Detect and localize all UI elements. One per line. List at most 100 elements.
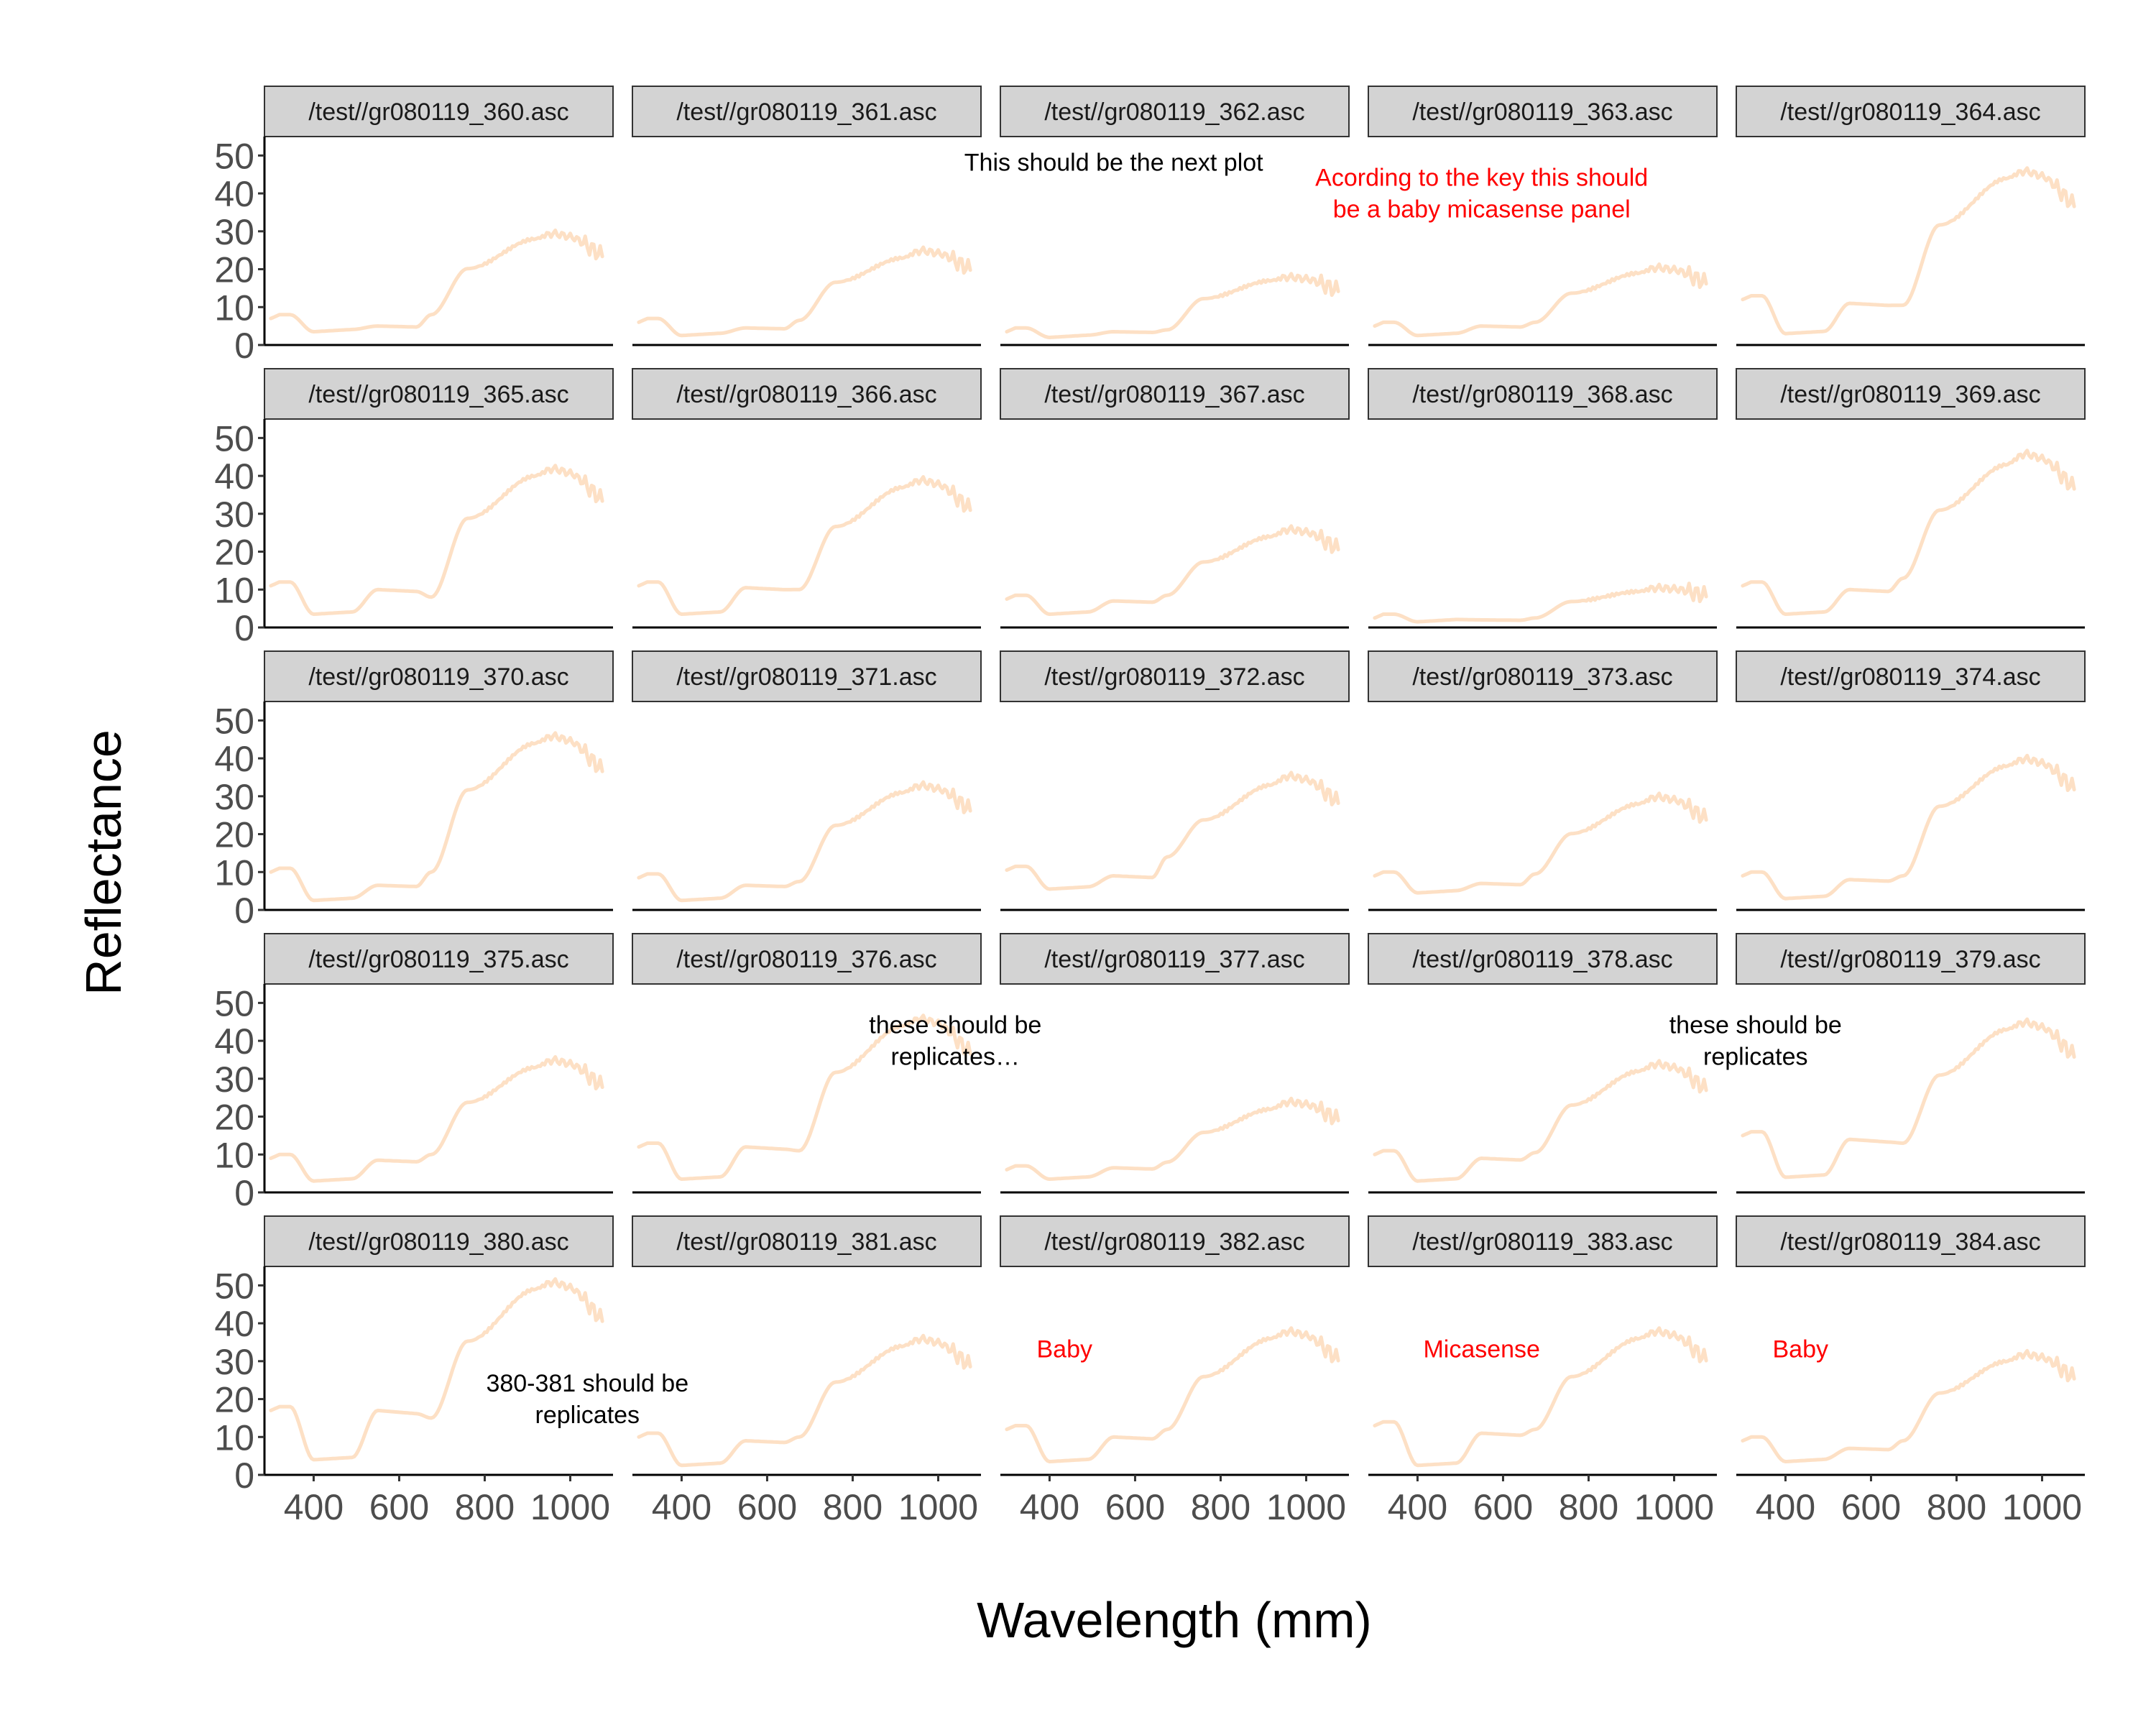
facet-strip — [1000, 933, 1350, 985]
facet-panel: /test//gr080119_366.asc — [632, 368, 982, 629]
y-tick-label: 30 — [214, 1342, 254, 1382]
x-tick-label: 600 — [1105, 1487, 1165, 1527]
facet-panel: /test//gr080119_377.asc — [1000, 933, 1350, 1194]
reflectance-line — [1373, 581, 1708, 624]
facet-strip-label: /test//gr080119_377.asc — [1044, 946, 1304, 973]
facet-strip-label: /test//gr080119_371.asc — [676, 663, 936, 691]
annotation-text: Micasense — [1423, 1336, 1540, 1363]
annotation-text: these should be — [869, 1012, 1041, 1039]
y-tick-label: 10 — [214, 1135, 254, 1175]
y-tick-label: 40 — [214, 456, 254, 497]
facet-strip-label: /test//gr080119_372.asc — [1044, 663, 1304, 691]
annotation-text: replicates — [535, 1402, 640, 1429]
reflectance-line — [1005, 1326, 1340, 1463]
facet-strip — [632, 368, 982, 420]
annotation-text: 380-381 should be — [486, 1370, 688, 1397]
x-tick-label: 1000 — [530, 1487, 610, 1527]
facet-strip — [632, 650, 982, 702]
y-tick-label: 10 — [214, 852, 254, 893]
reflectance-line — [269, 464, 604, 616]
facet-strip-label: /test//gr080119_379.asc — [1780, 946, 2040, 973]
facet-strip — [1368, 368, 1718, 420]
reflectance-line — [637, 475, 972, 616]
reflectance-line — [1741, 1348, 2076, 1463]
facet-strip — [264, 650, 614, 702]
annotation-text: be a baby micasense panel — [1333, 196, 1631, 224]
facet-strip-label: /test//gr080119_383.asc — [1412, 1228, 1672, 1256]
reflectance-line — [1741, 448, 2076, 616]
facet-strip-label: /test//gr080119_365.asc — [308, 381, 568, 408]
y-tick-label: 50 — [214, 1266, 254, 1306]
x-tick-label: 1000 — [898, 1487, 978, 1527]
facet-strip-label: /test//gr080119_369.asc — [1780, 381, 2040, 408]
reflectance-line — [1373, 1326, 1708, 1468]
facet-strip — [1000, 86, 1350, 137]
x-tick-label: 600 — [369, 1487, 429, 1527]
facet-strip-label: /test//gr080119_373.asc — [1412, 663, 1672, 691]
y-tick-label: 30 — [214, 212, 254, 252]
facet-strip-label: /test//gr080119_376.asc — [676, 946, 936, 973]
y-tick-label: 50 — [214, 418, 254, 459]
facet-strip — [632, 86, 982, 137]
reflectance-line — [637, 1013, 972, 1181]
facet-strip-label: /test//gr080119_364.asc — [1780, 98, 2040, 126]
facet-strip-label: /test//gr080119_380.asc — [308, 1228, 568, 1256]
facet-panel: /test//gr080119_373.asc — [1368, 650, 1718, 911]
annotation-text: This should be the next plot — [964, 149, 1263, 176]
panels-layer: /test//gr080119_360.asc01020304050/test/… — [214, 86, 2086, 1527]
y-tick-label: 10 — [214, 288, 254, 328]
y-tick-label: 40 — [214, 739, 254, 779]
x-tick-label: 600 — [737, 1487, 797, 1527]
facet-strip-label: /test//gr080119_363.asc — [1412, 98, 1672, 126]
y-tick-label: 20 — [214, 533, 254, 573]
facet-strip — [264, 1215, 614, 1267]
facet-panel: /test//gr080119_379.asc — [1736, 933, 2086, 1194]
facet-strip — [1368, 86, 1718, 137]
facet-panel: /test//gr080119_369.asc — [1736, 368, 2086, 629]
facet-strip — [632, 1215, 982, 1267]
reflectance-line — [1005, 770, 1340, 891]
facet-strip-label: /test//gr080119_370.asc — [308, 663, 568, 691]
y-tick-label: 20 — [214, 250, 254, 290]
facet-strip — [632, 933, 982, 985]
y-tick-label: 20 — [214, 1380, 254, 1420]
x-tick-label: 600 — [1841, 1487, 1901, 1527]
reflectance-line — [269, 1277, 604, 1462]
x-tick-label: 400 — [652, 1487, 711, 1527]
facet-strip — [1736, 933, 2086, 985]
facet-strip — [1368, 650, 1718, 702]
y-tick-label: 0 — [234, 326, 254, 366]
annotation-text: replicates — [1703, 1044, 1808, 1071]
x-tick-label: 800 — [1927, 1487, 1986, 1527]
facet-strip — [264, 86, 614, 137]
y-tick-label: 30 — [214, 777, 254, 817]
facet-strip-label: /test//gr080119_382.asc — [1044, 1228, 1304, 1256]
facet-panel: /test//gr080119_371.asc — [632, 650, 982, 911]
reflectance-line — [1741, 166, 2076, 336]
x-tick-label: 800 — [1559, 1487, 1618, 1527]
facet-strip — [1736, 86, 2086, 137]
facet-strip-label: /test//gr080119_375.asc — [308, 946, 568, 973]
y-tick-label: 40 — [214, 174, 254, 214]
facet-strip-label: /test//gr080119_362.asc — [1044, 98, 1304, 126]
facet-panel: /test//gr080119_364.asc — [1736, 86, 2086, 346]
x-tick-label: 400 — [1756, 1487, 1815, 1527]
annotation-text: Acording to the key this should — [1315, 165, 1648, 192]
y-tick-label: 50 — [214, 983, 254, 1024]
x-tick-label: 600 — [1473, 1487, 1533, 1527]
facet-strip — [1000, 368, 1350, 420]
y-tick-label: 10 — [214, 570, 254, 610]
y-tick-label: 20 — [214, 1098, 254, 1138]
x-axis-title: Wavelength (mm) — [977, 1592, 1372, 1648]
facet-strip — [1368, 933, 1718, 985]
x-tick-label: 800 — [455, 1487, 515, 1527]
facet-panel: /test//gr080119_378.asc — [1368, 933, 1718, 1194]
facet-strip — [1736, 1215, 2086, 1267]
reflectance-line — [269, 731, 604, 903]
